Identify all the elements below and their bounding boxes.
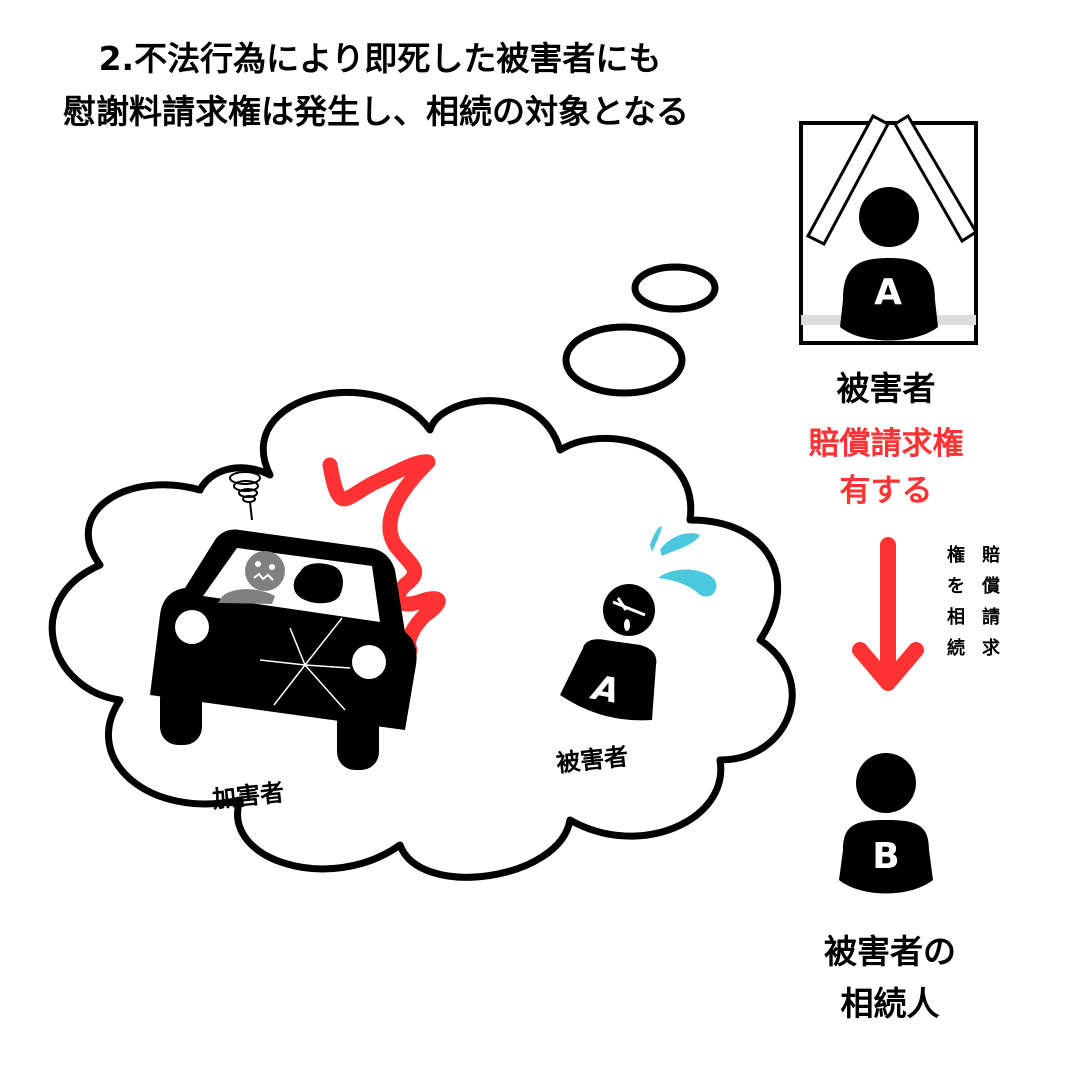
page-title-line-2: 慰謝料請求権は発生し、相続の対象となる	[62, 92, 689, 131]
thought-cloud	[48, 388, 796, 881]
sweat-drops-icon	[650, 526, 717, 597]
car-icon	[150, 529, 417, 770]
page-title-line-1: 2.不法行為により即死した被害者にも	[98, 39, 662, 78]
memorial-portrait	[799, 113, 979, 345]
assailant-label: 加害者	[210, 778, 286, 814]
vertical-char: 続	[947, 638, 965, 659]
deceased-victim-label: 被害者	[836, 369, 936, 408]
heir-letter-b: B	[872, 836, 900, 877]
impact-zigzag-icon	[322, 454, 446, 658]
dizzy-spiral-icon	[229, 471, 261, 521]
vertical-char: 請	[982, 607, 1000, 628]
inheritance-arrow-icon	[852, 537, 924, 691]
cloud-victim-label: 被害者	[554, 742, 630, 778]
vertical-char: 賠	[982, 545, 1000, 566]
vertical-char: 償	[982, 576, 1000, 597]
heir-figure	[839, 753, 933, 894]
cloud-victim-letter-a: A	[589, 668, 623, 712]
windshield-crack-icon	[293, 563, 343, 604]
portrait-letter-a: A	[874, 272, 902, 313]
vertical-char: 求	[982, 638, 1000, 659]
driver-face-icon	[245, 551, 285, 591]
thought-bubble-trail	[562, 263, 719, 397]
vertical-char: を	[947, 576, 965, 597]
heir-label-line-1: 被害者の	[824, 932, 956, 971]
vertical-text-right-column: 賠 償 請 求	[980, 540, 1002, 664]
claim-right-label-line-1: 賠償請求権	[808, 426, 964, 462]
vertical-text-left-column: 権 を 相 続	[945, 540, 967, 664]
heir-label-line-2: 相続人	[840, 984, 940, 1023]
vertical-char: 権	[947, 545, 965, 566]
vertical-char: 相	[947, 607, 965, 628]
victim-figure-in-cloud	[560, 584, 657, 721]
claim-right-label-line-2: 有する	[839, 473, 933, 509]
